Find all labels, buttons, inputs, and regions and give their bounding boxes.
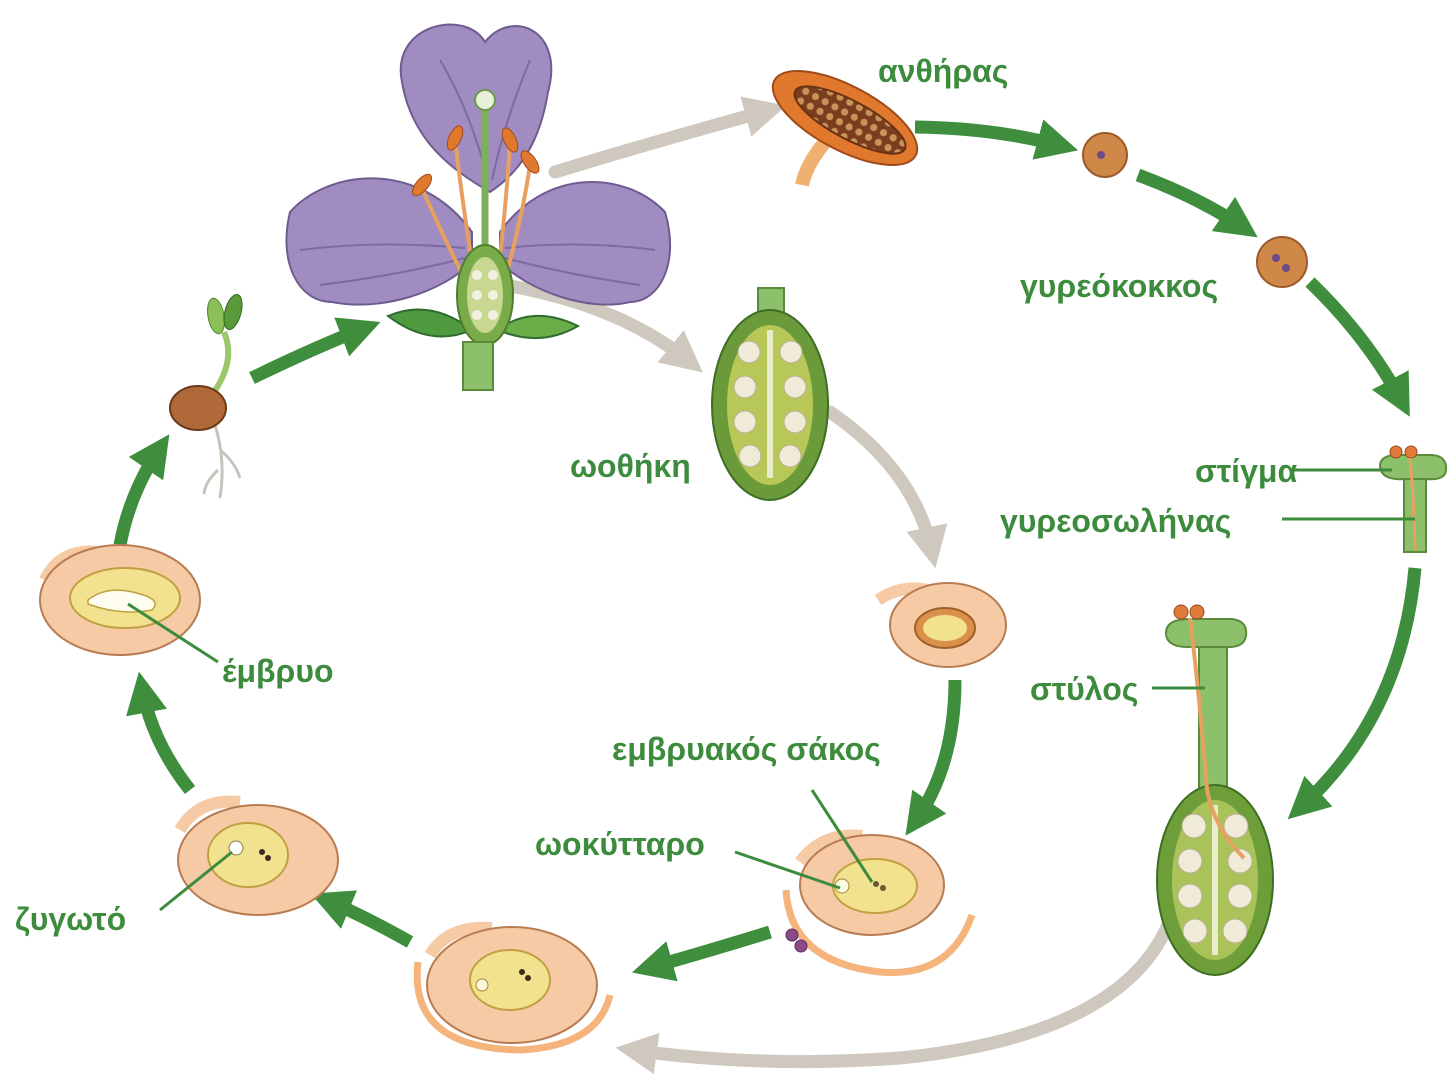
stigma-pollen-grain	[1390, 446, 1402, 458]
zygote-embryo-sac	[208, 823, 288, 887]
anther-label: ανθήρας	[878, 53, 1008, 89]
flower-to-anther-arrow	[555, 110, 770, 172]
flower-ovule	[488, 270, 498, 280]
fertilization-ovule	[417, 927, 610, 1050]
pistil-ovule	[1183, 919, 1207, 943]
stigma-pollen-grain	[1405, 446, 1417, 458]
ovary-to-ovule-arrow	[830, 412, 932, 552]
pollen-tube-label: γυρεοσωλήνας	[1000, 503, 1231, 539]
ovule-illustration	[878, 583, 1006, 667]
pistil-illustration	[1157, 605, 1273, 975]
stigma-head	[1380, 455, 1446, 479]
zygote-to-embryo-arrow	[142, 688, 190, 790]
style-label: στύλος	[1030, 671, 1138, 707]
seedling-shoot	[214, 332, 228, 392]
endosperm-nucleus	[265, 855, 271, 861]
fertilization-egg-cell	[476, 979, 488, 991]
endosperm-nucleus	[259, 849, 265, 855]
pollen-grain-2	[1257, 237, 1307, 287]
pollen-grain-1	[1083, 133, 1127, 177]
stigma-to-pistil-arrow	[1300, 568, 1415, 808]
pistil-pollen-grain	[1174, 605, 1188, 619]
pollen-nucleus	[1282, 264, 1290, 272]
seedling-illustration	[170, 293, 245, 498]
flower-stigma	[475, 90, 495, 110]
ovule-to-embryo-sac-arrow	[915, 680, 955, 822]
embryo-sac-label: εμβρυακός σάκος	[612, 731, 881, 767]
ovule-megaspore	[923, 615, 967, 641]
stigma-label: στίγμα	[1195, 453, 1297, 489]
embryo-sac-to-fertilization-arrow	[648, 932, 770, 968]
flower-ovule	[472, 290, 482, 300]
flower-ovule	[472, 310, 482, 320]
seedling-roots	[204, 425, 240, 498]
pollen-to-stigma-arrow	[1310, 282, 1402, 402]
pollen-grain-wall	[1257, 237, 1307, 287]
sperm-nucleus	[519, 969, 525, 975]
pistil-pollen-grain	[1190, 605, 1204, 619]
egg-cell-label: ωοκύτταρο	[535, 826, 705, 862]
anther-filament	[802, 142, 825, 185]
ovary-ovule	[784, 411, 806, 433]
polar-nucleus	[880, 885, 886, 891]
embryo-to-seedling-arrow	[120, 448, 160, 545]
pistil-stigma-head	[1166, 619, 1246, 647]
pollen-grain-label: γυρεόκοκκος	[1020, 268, 1218, 304]
pollen-nucleus	[1272, 254, 1280, 262]
ovary-ovule	[739, 445, 761, 467]
flower-ovule	[488, 310, 498, 320]
pistil-ovule	[1228, 884, 1252, 908]
ovary-label: ωοθήκη	[570, 448, 691, 484]
pollen-nucleus	[1097, 151, 1105, 159]
seed	[170, 386, 226, 430]
embryo-ovule	[40, 545, 200, 655]
pollen-to-pollen-arrow	[1138, 175, 1244, 228]
embryo-sac-ovule	[786, 835, 972, 973]
sperm-nucleus	[525, 975, 531, 981]
ovary-ovule	[784, 376, 806, 398]
pistil-ovule	[1178, 849, 1202, 873]
ovary-illustration	[712, 288, 828, 500]
flower-ovule	[472, 270, 482, 280]
zygote-ovule	[178, 802, 338, 915]
seedling-to-flower-arrow	[252, 328, 365, 378]
pistil-ovule	[1182, 814, 1206, 838]
embryo-label: έμβρυο	[222, 653, 334, 689]
stigma-illustration	[1380, 446, 1446, 552]
pistil-ovule	[1223, 919, 1247, 943]
pistil-ovule	[1178, 884, 1202, 908]
ovary-ovule	[734, 411, 756, 433]
tube-pollen-grain	[786, 929, 798, 941]
ovary-ovule	[780, 341, 802, 363]
tube-pollen-grain	[795, 940, 807, 952]
pistil-ovule	[1224, 814, 1248, 838]
ovary-ovule	[779, 445, 801, 467]
polar-nucleus	[873, 881, 879, 887]
anther-to-pollen-arrow	[915, 127, 1062, 146]
ovary-ovule	[734, 376, 756, 398]
fertilization-to-zygote-arrow	[326, 900, 410, 942]
pistil-to-fertilization-arrow	[632, 920, 1170, 1062]
ovary-ovule	[738, 341, 760, 363]
flower-stem	[463, 342, 493, 390]
zygote-label: ζυγωτό	[15, 901, 126, 937]
flower-ovule	[488, 290, 498, 300]
